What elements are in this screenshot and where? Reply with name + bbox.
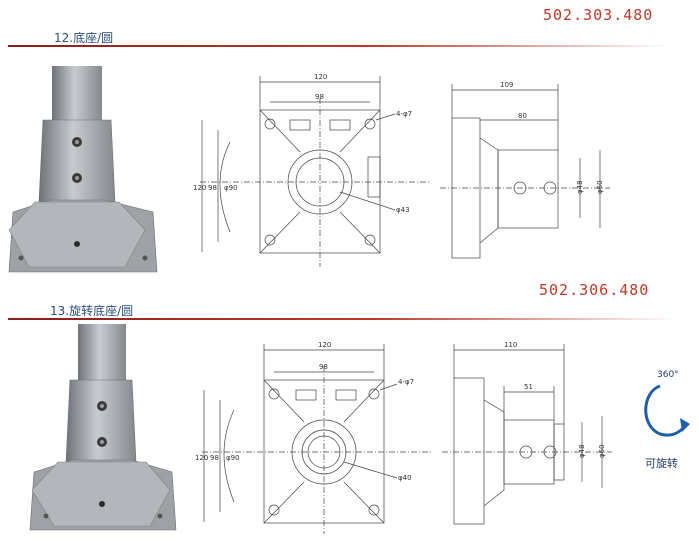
front-inner-1: 98 — [315, 93, 324, 101]
side-inner-1: 80 — [518, 112, 527, 120]
side-d1-2: φ48 — [578, 444, 586, 458]
part-number-2: 502.306.480 — [539, 281, 650, 299]
side-d2-2: φ60 — [598, 444, 606, 458]
front-holes-2: 4-φ7 — [398, 378, 414, 386]
side-inner-2: 51 — [524, 383, 533, 391]
front-inner-h-2: 98 — [210, 454, 219, 462]
front-holes-1: 4-φ7 — [396, 110, 412, 118]
section-divider-2 — [8, 318, 678, 320]
front-view-drawing-1: 120 98 4-φ7 120 98 φ90 φ43 — [193, 73, 430, 267]
front-height-1: 120 — [193, 184, 206, 192]
front-height-2: 120 — [195, 454, 208, 462]
front-bore-ring-1: φ90 — [224, 184, 238, 192]
rotate-arrow-icon — [644, 384, 690, 437]
side-length-2: 110 — [504, 341, 517, 349]
side-view-drawing-2: 110 51 φ48 φ60 — [442, 341, 612, 525]
section-title-1: 12.底座/圆 — [54, 31, 114, 45]
side-d1-1: φ48 — [576, 180, 584, 194]
front-hole-2: φ40 — [398, 474, 412, 482]
product-photo-rotating-base-round — [29, 324, 177, 531]
section-divider-1 — [8, 45, 668, 47]
side-length-1: 109 — [500, 81, 513, 89]
front-view-drawing-2: 120 98 4-φ7 120 98 φ90 φ40 — [195, 341, 432, 534]
front-bore-ring-2: φ90 — [226, 454, 240, 462]
side-d2-1: φ60 — [596, 180, 604, 194]
rotation-caption: 可旋转 — [645, 457, 678, 470]
product-photo-base-round — [8, 66, 158, 273]
rotation-degrees: 360° — [657, 370, 679, 380]
front-width-2: 120 — [318, 341, 331, 349]
side-view-drawing-1: 109 80 φ48 φ60 — [440, 81, 610, 259]
front-inner-h-1: 98 — [208, 184, 217, 192]
front-width-1: 120 — [314, 73, 327, 81]
part-number-1: 502.303.480 — [543, 6, 654, 24]
front-inner-2: 98 — [319, 363, 328, 371]
section-title-2: 13.旋转底座/圆 — [50, 304, 134, 318]
front-hole-1: φ43 — [396, 206, 410, 214]
